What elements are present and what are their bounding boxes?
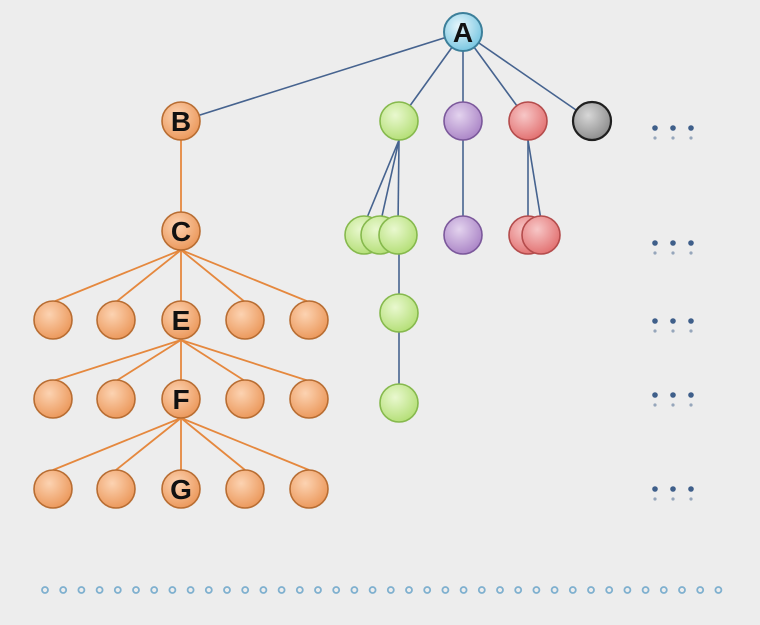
edge-a-b [180,31,464,122]
dotted-line-dot [605,586,614,594]
node-g: G [161,469,201,509]
node-f: F [161,379,201,419]
dotted-line-dot [368,586,377,594]
dotted-line-dot [150,586,159,594]
dotted-line-dot [568,586,577,594]
ellipsis-row-5 [652,486,694,501]
edge-f-4 [180,417,246,471]
node-c-label: C [171,216,191,247]
dotted-line-dot [423,586,432,594]
orange-edges [52,140,310,471]
node-orange-l5-5 [289,469,329,509]
node-orange-l4-4 [225,379,265,419]
node-green-level3 [379,293,419,333]
dotted-line-dot [113,586,122,594]
node-e-label: E [172,305,191,336]
dotted-line-dot [532,586,541,594]
dotted-line-dot [314,586,322,594]
edge-e-1 [52,339,182,382]
node-green-level4 [379,383,419,423]
dotted-line-dot [223,586,231,594]
ellipsis-row-2 [652,240,694,255]
edge-green-g3 [397,139,400,226]
node-orange-l3-4 [225,300,265,340]
dotted-line-dot [386,586,395,594]
dotted-line [41,586,723,594]
dotted-line-dot [59,586,68,594]
node-purple-level1 [443,101,483,141]
ellipsis-row-4 [652,392,694,407]
edge-e-2 [115,339,182,382]
dotted-line-dot [277,586,286,594]
dotted-line-dot [41,586,49,594]
dotted-line-dot [259,586,268,594]
dotted-line-dot [696,586,705,594]
node-gray-level1 [571,100,613,142]
dotted-line-dot [459,586,468,594]
edge-e-4 [180,339,246,382]
edge-c-2 [115,249,182,303]
edge-f-2 [115,417,182,471]
node-a-label: A [453,17,473,48]
ellipsis-row-3 [652,318,694,333]
dotted-line-dot [678,586,686,594]
dotted-line-dot [77,586,86,594]
node-c: C [161,211,201,251]
dotted-line-dot [350,586,359,594]
node-orange-l3-1 [33,300,73,340]
dotted-line-dot [186,586,195,594]
node-g-label: G [170,474,192,505]
edge-c-1 [52,249,182,303]
node-f-label: F [172,384,189,415]
ellipsis-row-1 [652,125,694,140]
edge-f-1 [52,417,182,471]
edge-c-5 [180,249,310,303]
edge-c-4 [180,249,246,303]
dotted-line-dot [405,586,413,594]
dotted-line-dot [95,586,104,594]
dotted-line-dot [550,586,559,594]
dotted-line-dot [641,586,650,594]
node-orange-l5-2 [96,469,136,509]
ellipsis-icon [652,125,694,501]
dotted-line-dot [295,586,304,594]
edge-e-5 [180,339,310,382]
dotted-line-dot [168,586,177,594]
dotted-line-dot [714,586,723,594]
node-orange-l3-2 [96,300,136,340]
node-orange-l5-1 [33,469,73,509]
node-green-level1 [379,101,419,141]
node-purple-level2 [443,215,483,255]
node-b: B [161,101,201,141]
node-orange-l5-4 [225,469,265,509]
dotted-line-dot [132,586,140,594]
dotted-line-dot [587,586,595,594]
node-e: E [161,300,201,340]
node-orange-l4-5 [289,379,329,419]
dotted-line-dot [241,586,250,594]
dotted-line-dot [441,586,450,594]
node-b-label: B [171,106,191,137]
edge-green-g2 [379,139,400,226]
dotted-line-dot [623,586,632,594]
edge-a-gray [462,31,593,122]
node-red-level1 [508,101,548,141]
dotted-line-dot [477,586,486,594]
edge-red-r2 [527,139,542,221]
dotted-line-dot [659,586,668,594]
node-a: A [443,12,483,52]
dotted-line-dot [332,586,341,594]
edge-f-5 [180,417,310,471]
dotted-line-dot [496,586,504,594]
dotted-line-dot [204,586,213,594]
node-orange-l4-2 [96,379,136,419]
node-green-level2-3 [378,215,418,255]
dotted-line-dot [514,586,523,594]
node-red-level2-2 [521,215,561,255]
edge-green-g1 [363,139,400,226]
node-orange-l3-5 [289,300,329,340]
node-orange-l4-1 [33,379,73,419]
